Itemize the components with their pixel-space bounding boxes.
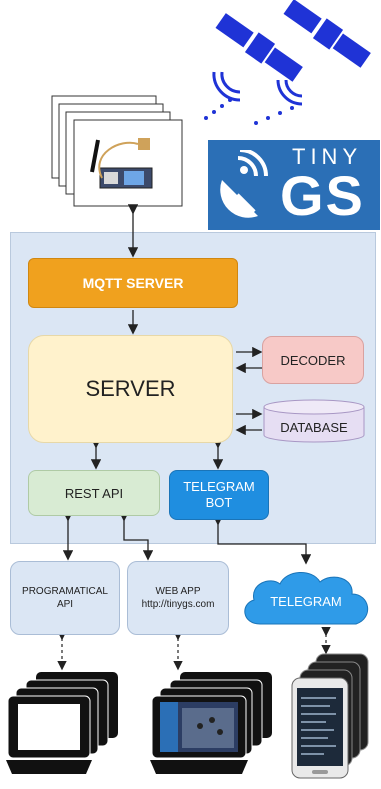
- telegram-label: TELEGRAM: [270, 594, 342, 609]
- database-box: DATABASE: [262, 398, 366, 444]
- server-label: SERVER: [85, 376, 176, 401]
- mqtt-server-box: MQTT SERVER: [28, 258, 238, 308]
- telegram-bot-box: TELEGRAM BOT: [169, 470, 269, 520]
- programatical-api-label-line2: API: [56, 599, 74, 610]
- programatical-api-label-line1: PROGRAMATICAL: [22, 586, 108, 597]
- web-app-box: WEB APP http://tinygs.com: [127, 561, 229, 635]
- web-app-url: http://tinygs.com: [141, 599, 215, 610]
- decoder-box: DECODER: [262, 336, 364, 384]
- telegram-cloud: TELEGRAM: [236, 564, 376, 636]
- telegram-bot-label-line1: TELEGRAM: [183, 479, 255, 494]
- web-app-label-line1: WEB APP: [155, 586, 201, 597]
- rest-api-label: REST API: [64, 485, 124, 501]
- satellite-icon: [204, 0, 371, 125]
- server-box: SERVER: [28, 335, 233, 443]
- logo-text-gs: GS: [280, 164, 365, 227]
- decoder-label: DECODER: [280, 352, 346, 368]
- satellite-dish-icon: [220, 150, 268, 218]
- cloud-icon: [244, 572, 368, 625]
- database-label: DATABASE: [280, 420, 348, 435]
- database-cylinder-icon: [263, 399, 365, 443]
- web-app-screen-icon: [150, 672, 272, 774]
- mqtt-server-label: MQTT SERVER: [82, 275, 184, 291]
- tinygs-logo: TINY GS: [208, 140, 380, 230]
- telegram-bot-label-line2: BOT: [205, 495, 233, 510]
- laptop-icon: [6, 672, 118, 774]
- rest-api-box: REST API: [28, 470, 160, 516]
- ground-station-board-icon: [51, 95, 183, 207]
- smartphone-icon: [291, 653, 369, 779]
- programatical-api-box: PROGRAMATICAL API: [10, 561, 120, 635]
- logo-text-tiny: TINY: [292, 144, 363, 169]
